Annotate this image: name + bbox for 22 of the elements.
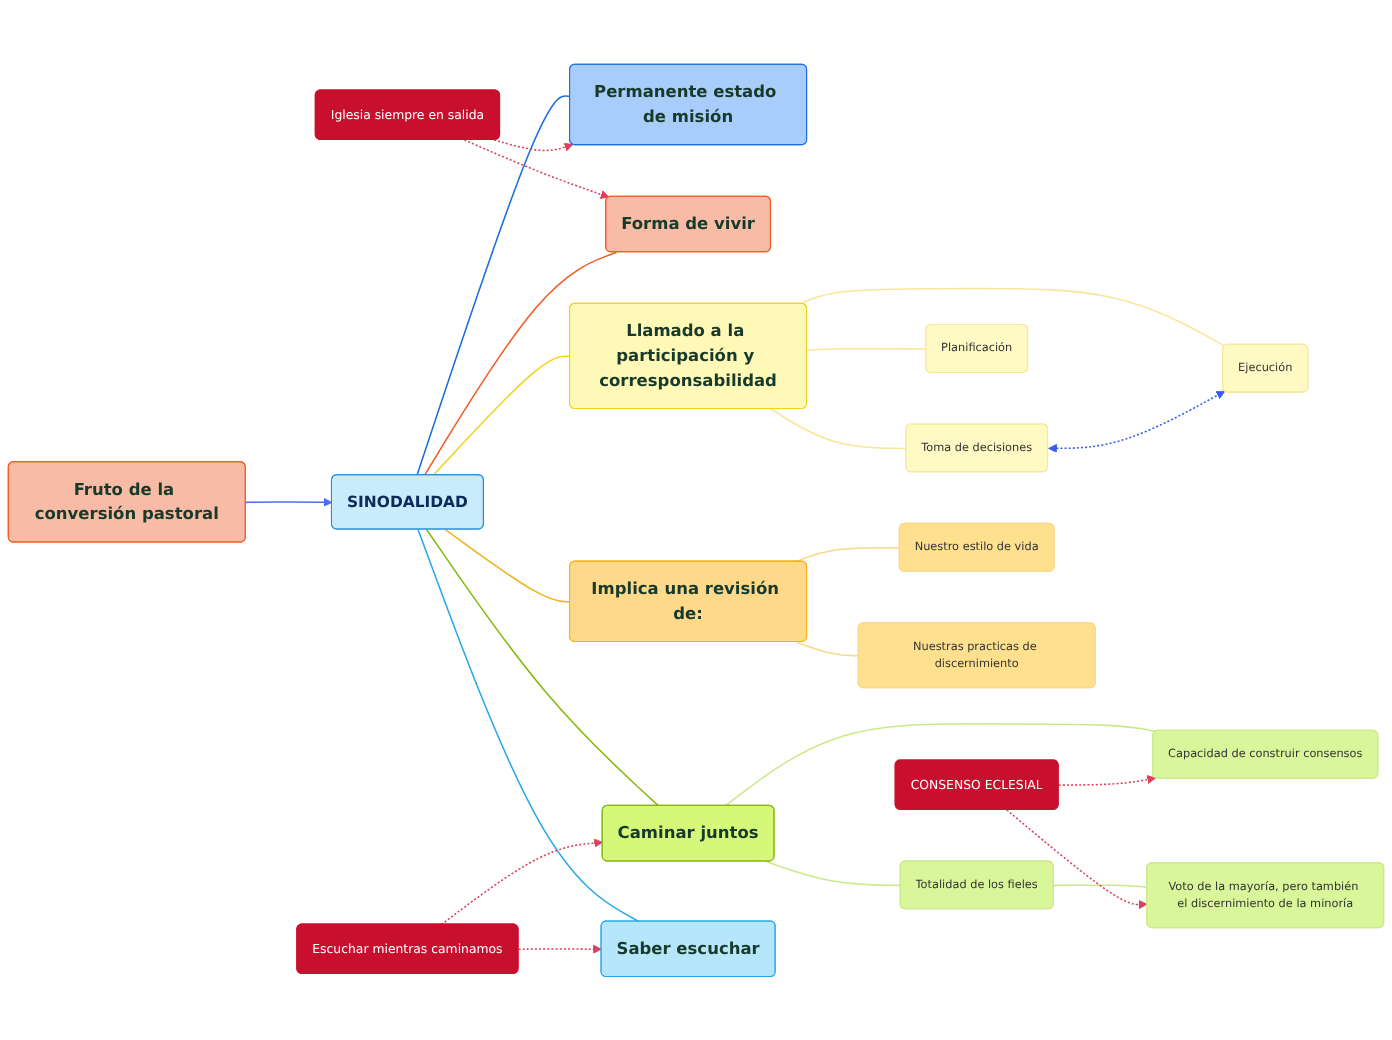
arrow: [245, 497, 333, 507]
arrow: [440, 838, 604, 925]
arrow: [493, 138, 574, 151]
connector: [800, 287, 1226, 347]
connector: [765, 860, 902, 886]
connector: [423, 251, 618, 476]
arrow: [517, 944, 602, 954]
connector: [444, 528, 571, 603]
connector: [770, 407, 908, 449]
connector: [417, 528, 640, 922]
connector: [724, 722, 1157, 807]
connector: [795, 640, 860, 657]
connector: [416, 94, 571, 476]
arrow: [1057, 774, 1157, 786]
connector: [795, 546, 901, 562]
arrow: [463, 138, 610, 199]
connector: [425, 528, 660, 807]
connector: [432, 355, 571, 476]
arrow: [1048, 390, 1226, 453]
arrow: [1005, 808, 1148, 909]
connector: [806, 347, 927, 351]
connector: [1052, 883, 1148, 888]
